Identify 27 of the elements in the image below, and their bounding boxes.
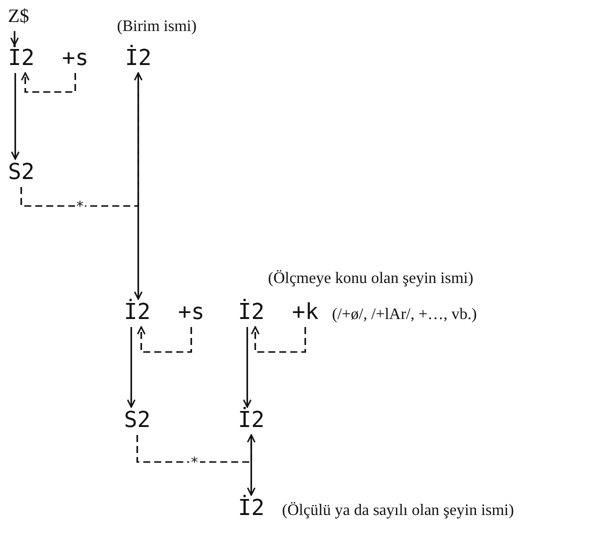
- symbol-text: İ2: [238, 408, 264, 434]
- symbol-text: İ2: [124, 300, 150, 326]
- gloss-text: (Birim ismi): [117, 18, 197, 36]
- symbol-text: +s: [62, 46, 88, 72]
- symbol-text: +s: [178, 300, 204, 326]
- symbol-text: İ2: [125, 46, 152, 72]
- bracket-arrow: [250, 326, 306, 353]
- arrow: [10, 31, 19, 46]
- bracket-arrow: [136, 326, 192, 353]
- symbol-text: İ2: [238, 496, 264, 522]
- arrow: [134, 73, 143, 300]
- symbol-text: +k: [292, 300, 318, 326]
- gloss-text: (Ölçülü ya da sayılı olan şeyin ismi): [282, 502, 514, 520]
- symbol-text: S2: [8, 160, 34, 186]
- symbol-text: İ2: [8, 46, 34, 72]
- arrow: [242, 327, 252, 408]
- arrow: [246, 435, 256, 496]
- gloss-text: (/+ø/, /+lAr/, +…, vb.): [332, 306, 477, 324]
- bracket-arrow: [136, 434, 256, 463]
- symbol-text: Z$: [8, 5, 30, 29]
- bracket-arrow: [20, 72, 143, 207]
- arrow: [10, 73, 20, 160]
- symbol-text: İ2: [238, 300, 264, 326]
- gloss-text: (Ölçmeye konu olan şeyin ismi): [268, 270, 474, 288]
- bracket-arrow: [20, 72, 76, 93]
- symbol-text: S2: [124, 408, 150, 434]
- arrow: [126, 327, 136, 408]
